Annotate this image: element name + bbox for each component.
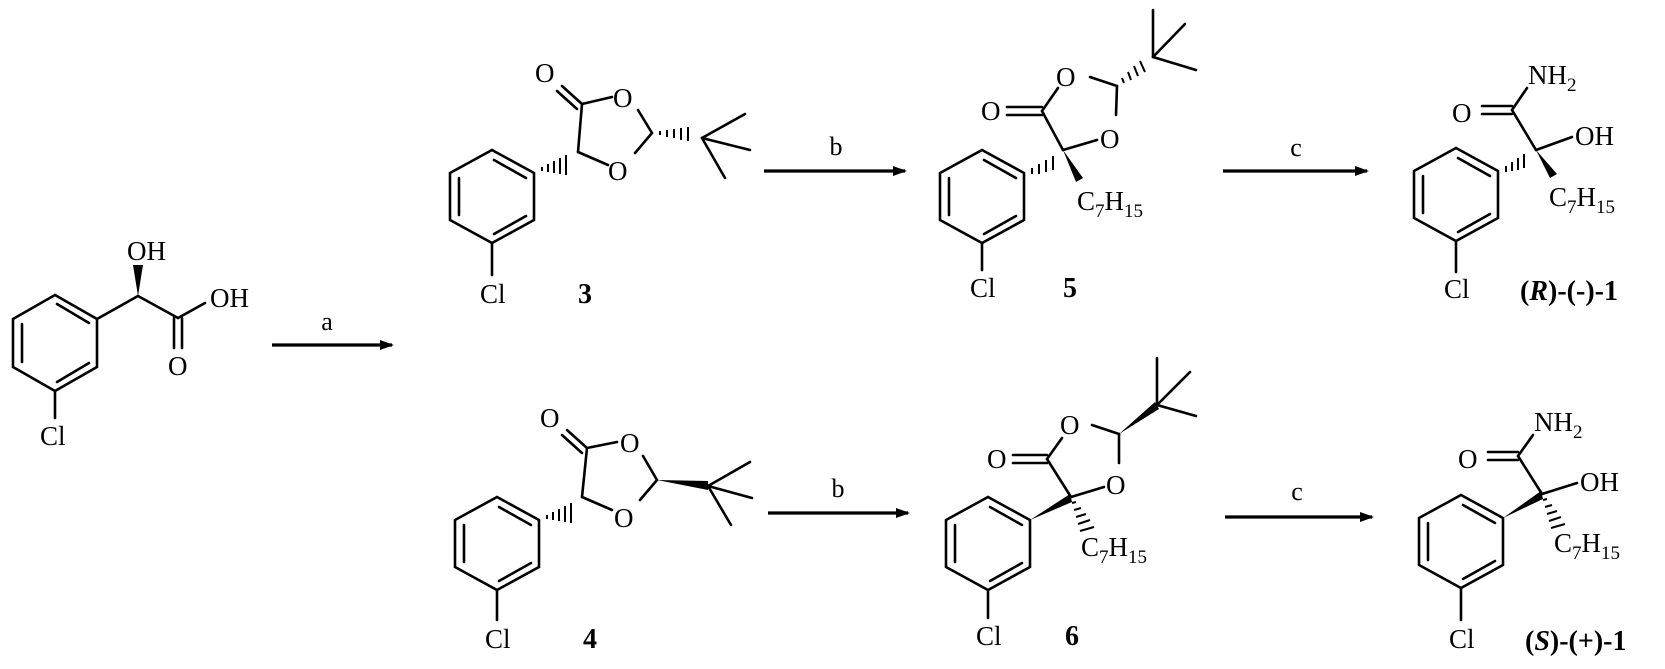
wedge-bond xyxy=(1030,494,1072,520)
starting-material: Cl OH OH O xyxy=(11,236,249,451)
wedge-bond xyxy=(1063,150,1083,182)
compound-number: 4 xyxy=(583,624,597,655)
carbonyl-oxygen-label: O xyxy=(987,444,1007,474)
compound-label: (S)-(+)-1 xyxy=(1525,626,1626,657)
carbonyl-oxygen-label: O xyxy=(168,351,188,381)
compound-4: Cl O O O 4 xyxy=(453,403,754,655)
ring-oxygen-label: O xyxy=(1100,124,1120,154)
compound-number: 6 xyxy=(1065,621,1079,652)
compound-r-1: Cl NH2 O OH C7H15 (R)-(-)-1 xyxy=(1412,60,1618,307)
ring-oxygen-label: O xyxy=(1056,62,1076,92)
carbonyl-oxygen-label: O xyxy=(1458,444,1478,474)
hashed-bond xyxy=(1505,154,1525,172)
wedge-bond xyxy=(1503,491,1543,518)
hashed-bond xyxy=(1031,156,1054,174)
compound-3: Cl O O O 3 xyxy=(448,58,752,310)
wedge-bond xyxy=(657,480,708,490)
compound-6: Cl O O O C7H15 6 xyxy=(944,356,1198,652)
arrow-b-top: b xyxy=(764,132,907,176)
carbonyl-oxygen-label: O xyxy=(981,96,1001,126)
hydroxyl-label: OH xyxy=(127,236,166,266)
heptyl-label: C7H15 xyxy=(1081,532,1147,568)
hashed-bond xyxy=(546,503,572,523)
compound-s-1: Cl NH2 O OH C7H15 (S)-(+)-1 xyxy=(1417,407,1626,657)
arrow-b-bottom: b xyxy=(768,474,910,518)
amine-label: NH2 xyxy=(1528,60,1577,96)
wedge-bond xyxy=(1536,150,1557,178)
hydroxyl-label: OH xyxy=(1575,121,1614,151)
arrow-c-bottom: c xyxy=(1225,477,1374,522)
chlorine-label: Cl xyxy=(1444,274,1470,304)
arrow-a: a xyxy=(272,307,394,350)
heptyl-label: C7H15 xyxy=(1554,528,1620,564)
ring-oxygen-label: O xyxy=(1060,410,1080,440)
arrow-c-top: c xyxy=(1223,133,1369,176)
amine-label: NH2 xyxy=(1534,407,1583,443)
carbonyl-oxygen-label: O xyxy=(535,58,555,88)
hashed-bond xyxy=(659,127,689,141)
reagent-label-c: c xyxy=(1290,133,1302,162)
chlorine-label: Cl xyxy=(1449,624,1475,654)
heptyl-label: C7H15 xyxy=(1549,182,1615,218)
chlorine-label: Cl xyxy=(40,421,66,451)
benzene-ring xyxy=(11,293,99,393)
hashed-bond xyxy=(1121,60,1146,84)
compound-number: 5 xyxy=(1063,273,1077,304)
wedge-bond xyxy=(133,265,143,296)
reagent-label-b: b xyxy=(830,132,843,161)
hydroxyl-label: OH xyxy=(1580,467,1619,497)
compound-5: Cl O O O C7H15 5 xyxy=(938,8,1198,304)
carbonyl-oxygen-label: O xyxy=(540,403,560,433)
ring-oxygen-label: O xyxy=(608,156,628,186)
hashed-bond xyxy=(1542,498,1566,529)
reagent-label-a: a xyxy=(321,307,333,336)
carbonyl-oxygen-label: O xyxy=(1452,98,1472,128)
ring-oxygen-label: O xyxy=(1106,470,1126,500)
heptyl-label: C7H15 xyxy=(1077,186,1143,222)
reagent-label-c: c xyxy=(1291,477,1303,506)
hashed-bond xyxy=(1071,501,1095,532)
compound-number: 3 xyxy=(578,279,592,310)
compound-label: (R)-(-)-1 xyxy=(1520,276,1618,307)
acid-hydroxyl-label: OH xyxy=(210,283,249,313)
reagent-label-b: b xyxy=(832,474,845,503)
chlorine-label: Cl xyxy=(480,279,506,309)
chlorine-label: Cl xyxy=(970,273,996,303)
chlorine-label: Cl xyxy=(485,624,511,654)
ring-oxygen-label: O xyxy=(613,83,633,113)
chlorine-label: Cl xyxy=(976,621,1002,651)
hashed-bond xyxy=(541,155,567,175)
wedge-bond xyxy=(1119,402,1159,434)
ring-oxygen-label: O xyxy=(614,503,634,533)
ring-oxygen-label: O xyxy=(620,428,640,458)
